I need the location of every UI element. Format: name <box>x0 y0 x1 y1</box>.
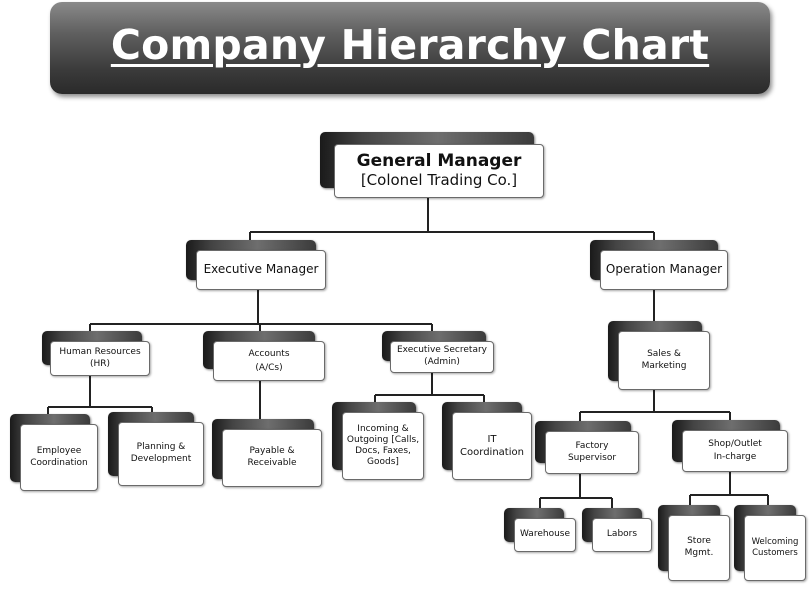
factory-supervisor-label: Factory Supervisor <box>567 440 617 463</box>
page-title: Company Hierarchy Chart <box>110 21 710 69</box>
executive-manager-label: Executive Manager <box>203 262 319 277</box>
labors-label: Labors <box>606 529 638 540</box>
employee-coordination-label: Employee Coordination <box>30 445 88 468</box>
payable-receivable-label: Payable & Receivable <box>247 446 297 468</box>
store-mgmt-label: Store Mgmt. <box>684 536 714 558</box>
general-manager-title: General Manager <box>356 151 522 172</box>
operation-manager-label: Operation Manager <box>605 262 723 277</box>
human-resources-label: Human Resources (HR) <box>59 346 141 369</box>
incoming-outgoing-label: Incoming & Outgoing [Calls, Docs, Faxes,… <box>346 423 420 468</box>
sales-marketing-label: Sales & Marketing <box>641 348 687 371</box>
welcoming-customers-label: Welcoming Customers <box>751 536 799 558</box>
title-banner: Company Hierarchy Chart <box>50 2 770 94</box>
shop-outlet-label: Shop/Outlet In-charge <box>708 438 762 463</box>
general-manager-company: [Colonel Trading Co.] <box>360 171 518 190</box>
planning-development-label: Planning & Development <box>130 442 192 464</box>
warehouse-label: Warehouse <box>519 529 571 540</box>
it-coordination-label: IT Coordination <box>460 434 524 458</box>
accounts-label: Accounts (A/Cs) <box>248 348 290 373</box>
executive-secretary-label: Executive Secretary (Admin) <box>397 345 487 367</box>
